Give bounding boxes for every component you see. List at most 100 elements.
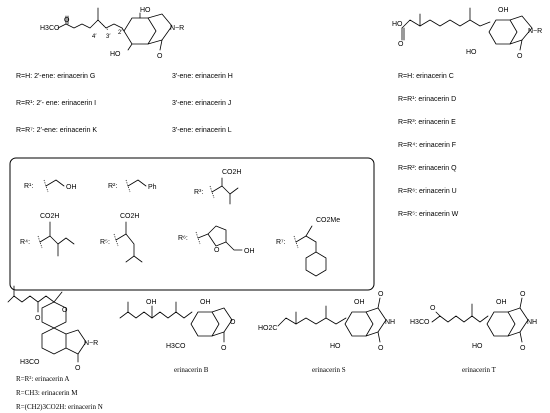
bond-chain [7, 295, 55, 303]
benzene-ring [41, 327, 67, 355]
bond-chain [119, 311, 193, 319]
r-group-r7: CO2Me R⁷: [276, 217, 340, 277]
atom-label: O [517, 53, 523, 60]
benzene-ring [190, 311, 220, 337]
bond [125, 255, 135, 263]
benzene-ring [344, 311, 374, 337]
lactam-ring [147, 13, 173, 45]
atom-label: OH [354, 299, 365, 306]
structure-erinacerin-a: O O N−R O H3CO R=R²: erinacerin A R=CH3:… [7, 285, 103, 411]
entry: R=R⁶: erinacerin U [398, 188, 457, 195]
entry-left: R=R⁷: 2′-ene: erinacerin K [16, 127, 97, 134]
compound-name: erinacerin S [312, 366, 346, 374]
r-group-r6: R⁶: O OH [178, 225, 255, 255]
group-label: CO2H [222, 169, 241, 176]
r-label: R⁴: [20, 239, 30, 246]
r-group-r2: R²: Ph [108, 179, 157, 193]
atom-label: HO [110, 51, 121, 58]
bond-chain [225, 241, 243, 251]
bond-chain [401, 19, 491, 29]
attachment-bond [43, 179, 49, 193]
bond-carbonyl [519, 297, 523, 309]
bond-chain [295, 235, 317, 243]
attachment-bond [113, 233, 119, 247]
bond-chain [431, 315, 489, 323]
atom-label: O [64, 17, 70, 24]
atom-label: H3CO [410, 319, 430, 326]
entry: R=R⁴: erinacerin F [398, 142, 456, 149]
atom-label: O [157, 53, 163, 60]
entry: R=CH3: erinacerin M [16, 389, 78, 397]
lactam-ring [65, 329, 87, 355]
entry: R=H: erinacerin C [398, 73, 454, 80]
furan-ring [207, 225, 227, 247]
r-group-r3: CO2H R³: [194, 169, 241, 205]
imide-ring [507, 307, 529, 337]
r-label: R⁵: [100, 239, 110, 246]
lactam-ring [509, 15, 533, 45]
bond [53, 291, 63, 303]
structure-erinacerin-s: HO2C O NH O OH HO erinacerin S [258, 291, 395, 374]
structure-erinacerin-b: OH O O OH H3CO erinacerin B [119, 299, 236, 374]
atom-label: N−R [84, 340, 98, 347]
benzene-ring [488, 19, 518, 45]
entry-right: 3′-ene: erinacerin L [172, 127, 232, 134]
bond-carbonyl [519, 331, 523, 343]
benzene-ring [123, 17, 157, 45]
atom-label: OH [498, 7, 509, 14]
atom-label: H3CO [40, 25, 60, 32]
atom-label: O [398, 41, 404, 48]
locant: 2′ [118, 30, 123, 36]
r-label: R¹: [24, 183, 33, 190]
atom-label: O [221, 345, 227, 352]
scaffold-erinacerin-c-w: HO O OH HO N−R O [392, 7, 542, 60]
attachment-bond [125, 179, 131, 193]
entry-left: R=H: 2′-ene: erinacerin G [16, 73, 95, 80]
bond-chain [45, 179, 65, 187]
entry: R=R³: erinacerin E [398, 119, 456, 126]
atom-label: H3CO [166, 343, 186, 350]
bond-chain [57, 19, 123, 29]
bond-carbonyl [377, 297, 381, 309]
entries-erinacerin-g-l: R=H: 2′-ene: erinacerin G 3′-ene: erinac… [16, 73, 233, 134]
atom-label: O [430, 305, 436, 312]
atom-label: HO [140, 7, 151, 14]
group-label: CO2Me [316, 217, 340, 224]
group-label: Ph [148, 184, 157, 191]
attachment-bond [37, 235, 43, 249]
atom-label: H3CO [20, 359, 40, 366]
r-group-r5: CO2H R⁵: [100, 213, 143, 263]
atom-label: O [62, 307, 68, 314]
atom-label: HO [392, 21, 403, 28]
bond-chain [277, 317, 347, 327]
scaffold-erinacerin-g-l: H3CO O 4′ 3′ 2′ HO HO N−R O [40, 7, 184, 60]
atom-label: NH [527, 319, 537, 326]
bond-chain [211, 185, 239, 195]
attachment-bond [195, 231, 201, 245]
entry: R=R²: erinacerin Q [398, 165, 457, 172]
bond-chain [115, 233, 143, 263]
entry-left: R=R¹: 2′- ene: erinacerin I [16, 100, 96, 107]
entry-right: 3′-ene: erinacerin J [172, 100, 231, 107]
bond [305, 225, 313, 237]
bond-carbonyl [159, 39, 163, 51]
atom-label: OH [146, 299, 157, 306]
group-label: OH [244, 248, 255, 255]
atom-label: N−R [170, 25, 184, 32]
bond-carbonyl [519, 39, 523, 51]
pyran-ring [41, 301, 67, 329]
group-label: CO2H [40, 213, 59, 220]
atom-label: O [520, 291, 526, 298]
bond-dashed [99, 21, 109, 31]
locant: 4′ [92, 34, 97, 40]
group-label: CO2H [120, 213, 139, 220]
locant: 3′ [106, 34, 111, 40]
benzene-ring [486, 311, 516, 337]
structure-erinacerin-t: H3CO O O NH O OH HO erinacerin T [410, 291, 537, 374]
r-group-r1: R¹: OH [24, 179, 77, 193]
atom-label: N−R [528, 28, 542, 35]
imide-ring [365, 307, 387, 337]
bond-chain [127, 179, 147, 187]
entry: R=R⁵: erinacerin W [398, 211, 459, 218]
